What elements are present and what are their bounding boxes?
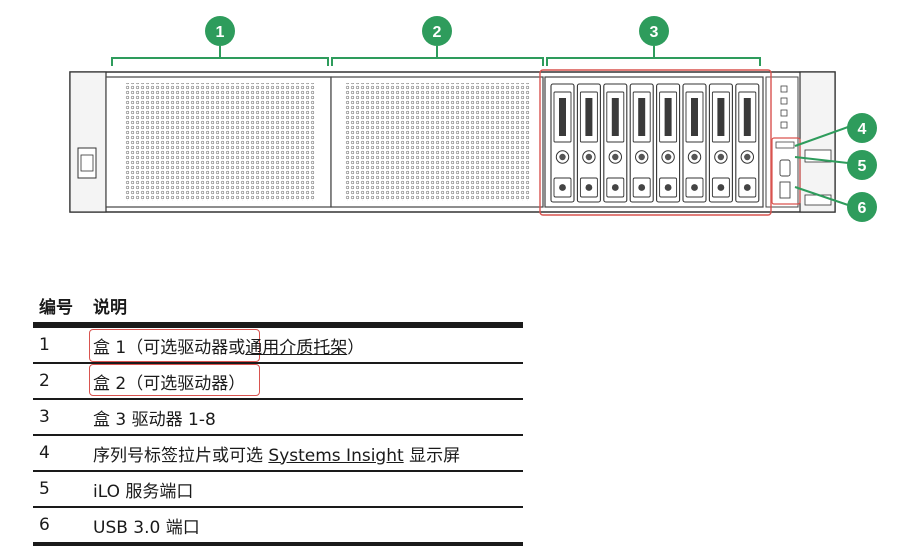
callout-brackets	[111, 46, 849, 206]
drive-led-indicator	[559, 153, 566, 161]
drive-carrier-part	[717, 98, 725, 136]
drive-bay-2[interactable]	[576, 83, 601, 203]
callout-5-leader	[794, 156, 849, 164]
row-number: 3	[33, 399, 87, 436]
table-row: 2 盒 2（可选驱动器）	[33, 363, 523, 400]
table-row: 1 盒 1（可选驱动器或通用介质托架）	[33, 325, 523, 364]
box-3-drive-cage	[544, 76, 764, 208]
drive-carrier-part	[585, 98, 593, 136]
callout-4-label: 4	[858, 121, 867, 138]
drive-led-indicator	[612, 153, 619, 161]
row-number: 2	[33, 363, 87, 400]
header-description: 说明	[87, 288, 523, 328]
drive-bay-5[interactable]	[656, 83, 681, 203]
legend-table: 编号 说明 1 盒 1（可选驱动器或通用介质托架） 2 盒 2（可选驱动器） 3…	[33, 288, 523, 546]
table-row: 5 iLO 服务端口	[33, 471, 523, 508]
drive-led-indicator	[585, 153, 593, 161]
drive-bay-8[interactable]	[735, 83, 760, 203]
drive-led-indicator	[664, 184, 672, 191]
callout-3: 3	[639, 16, 669, 46]
drive-led-indicator	[717, 153, 725, 161]
callout-4-leader	[794, 126, 849, 147]
io-highlight-frame	[771, 137, 801, 205]
table-row: 3 盒 3 驱动器 1-8	[33, 399, 523, 436]
row-description: 序列号标签拉片或可选 Systems Insight 显示屏	[87, 435, 523, 472]
table-row: 4 序列号标签拉片或可选 Systems Insight 显示屏	[33, 435, 523, 472]
row-description: 盒 2（可选驱动器）	[87, 363, 523, 400]
box-1-bezel	[105, 76, 332, 208]
drive-carrier-part	[638, 98, 646, 136]
universal-media-bay-link[interactable]: 通用介质托架	[245, 337, 348, 358]
drive-carrier-part	[559, 98, 566, 136]
callout-5-label: 5	[858, 158, 867, 175]
callout-4: 4	[847, 113, 877, 143]
drive-led-indicator	[559, 184, 566, 191]
row-description: USB 3.0 端口	[87, 507, 523, 546]
row-description: 盒 1（可选驱动器或通用介质托架）	[87, 325, 523, 364]
drive-led-indicator	[611, 184, 619, 191]
row-number: 5	[33, 471, 87, 508]
left-rack-ear	[69, 71, 107, 213]
row-number: 1	[33, 325, 87, 364]
callout-6-label: 6	[858, 200, 867, 217]
drive-led-indicator	[744, 153, 751, 161]
drive-bay-6[interactable]	[682, 83, 707, 203]
drive-led-indicator	[691, 153, 698, 161]
ilo-service-port[interactable]	[779, 159, 791, 177]
table-row: 6 USB 3.0 端口	[33, 507, 523, 546]
drive-led-indicator	[717, 184, 725, 191]
callout-2-label: 2	[433, 24, 442, 41]
drive-bay-4[interactable]	[629, 83, 654, 203]
callout-6: 6	[847, 192, 877, 222]
drive-led-indicator	[743, 184, 751, 191]
drive-carrier-part	[664, 98, 672, 136]
server-front-panel-diagram: 1 2 3 4 5 6	[69, 16, 877, 222]
callout-5: 5	[847, 150, 877, 180]
row-number: 6	[33, 507, 87, 546]
callout-6-leader	[794, 186, 849, 206]
callout-1-label: 1	[216, 24, 225, 41]
drive-carrier-part	[743, 98, 751, 136]
header-number: 编号	[33, 288, 87, 328]
row-number: 4	[33, 435, 87, 472]
usb-3-port[interactable]	[779, 181, 791, 199]
drive-led-indicator	[585, 184, 593, 191]
drive-led-indicator	[664, 153, 672, 161]
box-3-highlight-frame	[539, 69, 772, 216]
drive-carrier-part	[611, 98, 619, 136]
drive-bay-3[interactable]	[603, 83, 628, 203]
drive-bay-1[interactable]	[550, 83, 575, 203]
serial-label-pull-tab[interactable]	[775, 141, 795, 149]
drive-led-indicator	[638, 153, 645, 161]
callout-3-label: 3	[650, 24, 659, 41]
callout-2: 2	[422, 16, 452, 46]
drive-carrier-part	[691, 98, 698, 136]
row-description: 盒 3 驱动器 1-8	[87, 399, 523, 436]
row-description: iLO 服务端口	[87, 471, 523, 508]
drive-led-indicator	[638, 184, 646, 191]
callout-1: 1	[205, 16, 235, 46]
box-2-bezel	[330, 76, 544, 208]
systems-insight-link[interactable]: Systems Insight	[268, 445, 404, 466]
drive-led-indicator	[691, 184, 698, 191]
drive-bay-7[interactable]	[708, 83, 733, 203]
legend-header-row: 编号 说明	[33, 288, 523, 328]
